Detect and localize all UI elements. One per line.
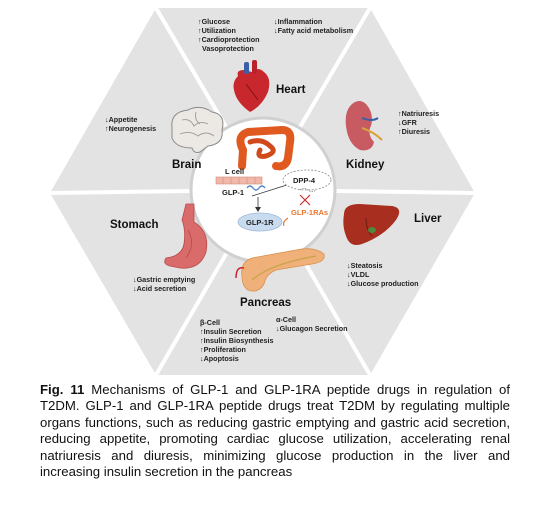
brain-sector: ↓Appetite ↑Neurogenesis Brain: [105, 106, 224, 171]
stomach-title: Stomach: [110, 219, 159, 231]
glp1r-label: GLP-1R: [246, 218, 274, 227]
sector-dividers: [49, 6, 476, 377]
kidney-effect-diuresis: ↑Diuresis: [398, 127, 430, 136]
pancreas-sector: Pancreas β-Cell ↑Insulin Secretion ↑Insu…: [200, 248, 348, 363]
stomach-effect-acid-secretion: ↓Acid secretion: [133, 284, 186, 293]
heart-icon: [233, 60, 270, 112]
brain-title: Brain: [172, 159, 201, 171]
pancreas-title: Pancreas: [240, 297, 291, 309]
brain-effect-neurogenesis: ↑Neurogenesis: [105, 124, 156, 133]
stomach-icon: [164, 203, 208, 269]
dpp4-ellipse: [282, 169, 332, 191]
glp1r-receptor: [237, 212, 283, 232]
heart-effect-inflammation: ↓Inflammation: [274, 17, 322, 26]
pancreas-effect-proliferation: ↑Proliferation: [200, 345, 246, 354]
glp1-label: GLP-1: [222, 188, 244, 197]
heart-effect-cardioprotection: ↑Cardioprotection: [198, 35, 260, 44]
pancreas-effect-insulin-secretion: ↑Insulin Secretion: [200, 327, 262, 336]
kidney-effect-gfr: ↓GFR: [398, 118, 418, 127]
heart-effect-vasoprotection: Vasoprotection: [202, 44, 254, 53]
figure-caption: Fig. 11 Mechanisms of GLP-1 and GLP-1RA …: [40, 382, 510, 480]
caption-label: Fig. 11: [40, 382, 85, 397]
brain-effect-appetite: ↓Appetite: [105, 115, 137, 124]
glp1ras-label: GLP-1RAs: [291, 208, 328, 217]
kidney-sector: ↑Natriuresis ↓GFR ↑Diuresis Kidney: [345, 101, 439, 171]
kidney-icon: [345, 101, 383, 151]
heart-effect-utilization: ↑Utilization: [198, 26, 236, 35]
pancreas-effect-glucagon-secretion: ↓Glucagon Secretion: [276, 324, 348, 333]
liver-effect-vldl: ↓VLDL: [347, 270, 370, 279]
pancreas-icon: [235, 248, 325, 292]
lcell-label: L cell: [225, 167, 244, 176]
heart-effect-fatty-acid: ↓Fatty acid metabolism: [274, 26, 353, 35]
heart-sector: ↑Glucose ↑Utilization ↑Cardioprotection …: [198, 17, 353, 112]
stomach-effect-gastric-emptying: ↓Gastric emptying: [133, 275, 195, 284]
caption-text: Mechanisms of GLP-1 and GLP-1RA peptide …: [40, 382, 511, 480]
pancreas-effect-insulin-biosynthesis: ↑Insulin Biosynthesis: [200, 336, 274, 345]
pancreas-effect-apoptosis: ↓Apoptosis: [200, 354, 239, 363]
pancreas-beta-cell: β-Cell: [200, 318, 220, 327]
glp1-peptide-icon: [246, 185, 266, 191]
liver-icon: [343, 204, 400, 245]
diagram-canvas: L cell GLP-1 DPP-4 GLP-1RAs GLP-1R ↑Gluc…: [49, 6, 476, 377]
liver-effect-glucose-production: ↓Glucose production: [347, 279, 418, 288]
liver-title: Liver: [414, 213, 442, 225]
intestine-icon: [236, 125, 295, 171]
stomach-sector: Stomach ↓Gastric emptying ↓Acid secretio…: [110, 203, 208, 293]
heart-effect-glucose: ↑Glucose: [198, 17, 230, 26]
brain-icon: [171, 106, 224, 153]
dpp4-label: DPP-4: [293, 176, 316, 185]
heart-title: Heart: [276, 84, 306, 96]
kidney-title: Kidney: [346, 159, 385, 171]
liver-sector: Liver ↓Steatosis ↓VLDL ↓Glucose producti…: [343, 204, 442, 288]
kidney-effect-natriuresis: ↑Natriuresis: [398, 109, 439, 118]
liver-effect-steatosis: ↓Steatosis: [347, 261, 383, 270]
pancreas-alpha-cell: α-Cell: [276, 315, 296, 324]
glp1-organ-diagram: L cell GLP-1 DPP-4 GLP-1RAs GLP-1R ↑Gluc…: [49, 6, 476, 377]
